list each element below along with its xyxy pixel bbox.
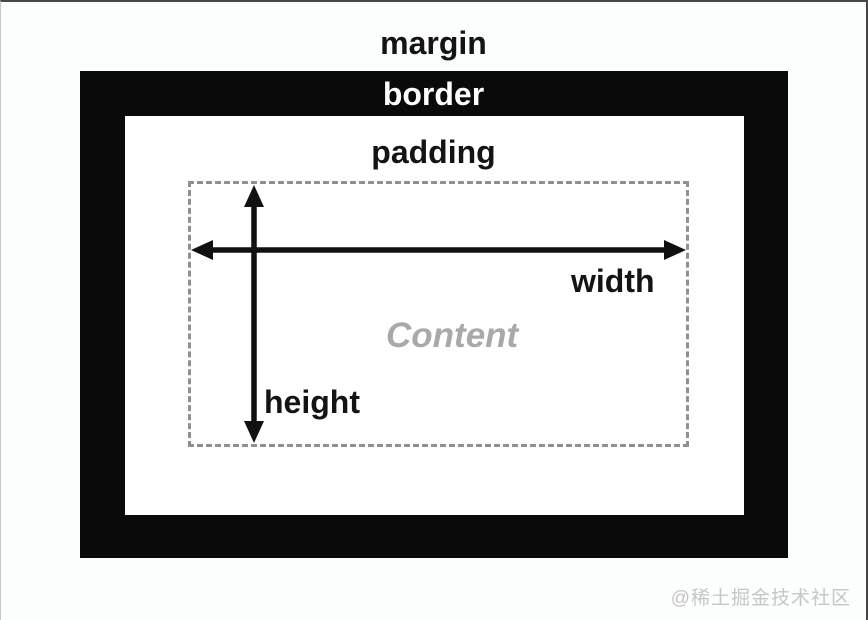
margin-label: margin — [380, 25, 487, 61]
content-label: Content — [386, 316, 519, 355]
border-label: border — [382, 76, 485, 112]
padding-label: padding — [371, 134, 496, 170]
faint-watermark-streak — [807, 309, 862, 355]
faint-watermark-streak — [822, 351, 866, 393]
width-label: width — [571, 263, 655, 299]
height-label: height — [264, 384, 360, 420]
juejin-watermark: @稀土掘金技术社区 — [670, 588, 851, 609]
content-box — [188, 181, 689, 447]
